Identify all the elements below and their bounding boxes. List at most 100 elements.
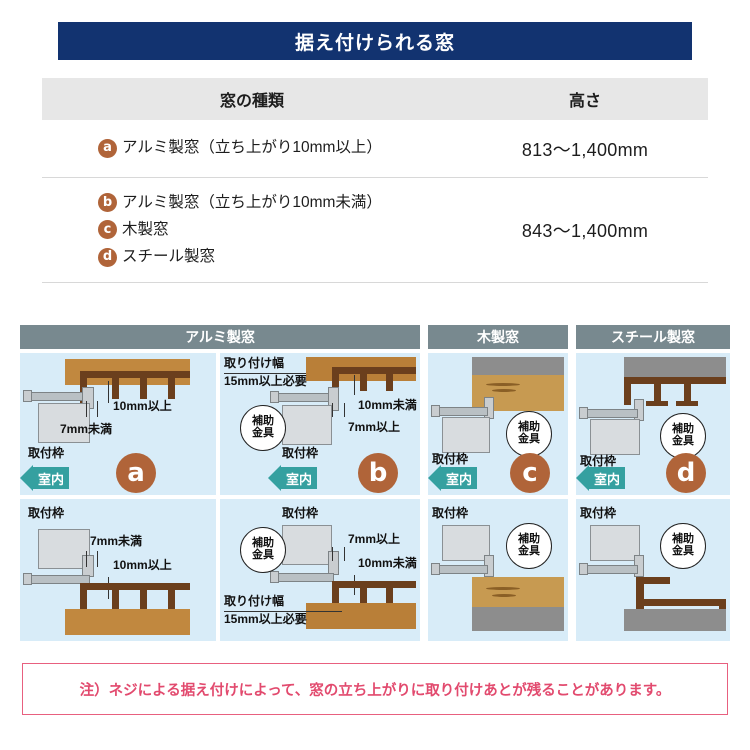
indoor-arrow-head-icon bbox=[576, 465, 589, 491]
mounting-frame-plate bbox=[282, 525, 332, 565]
screw-shaft bbox=[436, 407, 488, 416]
grain-ring-1 bbox=[486, 587, 520, 590]
sill-rib-1 bbox=[112, 377, 119, 399]
indoor-arrow-label: 室内 bbox=[589, 467, 626, 489]
diagram-column-a: 10mm以上 7mm未満 取付枠 室内 a 取付枠 7mm未満 10mm以上 bbox=[20, 353, 216, 641]
table-header-row: 窓の種類 高さ bbox=[42, 78, 708, 120]
diagram-header-wood-label: 木製窓 bbox=[477, 329, 519, 345]
dim-gap-line-left bbox=[86, 401, 88, 417]
label-frame-c-top: 取付枠 bbox=[432, 452, 469, 466]
label-frame-d-bottom: 取付枠 bbox=[580, 506, 617, 520]
bracket-callout-b-top: 補助 金具 bbox=[240, 405, 286, 451]
width-underline bbox=[224, 611, 342, 613]
diagram-group-alumi: 10mm以上 7mm未満 取付枠 室内 a 取付枠 7mm未満 10mm以上 bbox=[20, 353, 420, 641]
steel-flange-2 bbox=[676, 401, 698, 406]
indoor-arrow-head-icon bbox=[20, 465, 33, 491]
bracket-arm bbox=[328, 387, 339, 411]
type-entry: a アルミ製窓（立ち上がり10mm以上） bbox=[98, 136, 462, 160]
label-width-b-top-1: 取り付け幅 bbox=[224, 356, 285, 370]
type-label: アルミ製窓（立ち上がり10mm以上） bbox=[122, 139, 382, 157]
grain-ring-2 bbox=[492, 389, 516, 392]
indoor-arrow-a-top: 室内 bbox=[20, 465, 70, 491]
bracket-arm bbox=[328, 551, 339, 575]
steel-frame-left bbox=[636, 577, 644, 611]
sill-frame-left bbox=[332, 581, 339, 607]
diagram-panel-c-top: 取付枠 補助 金具 室内 c bbox=[428, 353, 568, 495]
diagram-panels: 10mm以上 7mm未満 取付枠 室内 a 取付枠 7mm未満 10mm以上 bbox=[20, 353, 730, 641]
indoor-arrow-label: 室内 bbox=[281, 467, 318, 489]
badge-b: b bbox=[98, 193, 117, 213]
steel-frame-top bbox=[636, 577, 670, 584]
bracket-callout-line1: 補助 bbox=[518, 533, 540, 546]
bracket-callout-line2: 金具 bbox=[518, 545, 540, 557]
diagram-panel-b-bottom: 取付枠 7mm以上 10mm未満 補助 金具 bbox=[220, 499, 420, 641]
label-frame-d-top: 取付枠 bbox=[580, 454, 617, 468]
mounting-frame-plate bbox=[590, 419, 640, 455]
panel-marker-d-top: d bbox=[666, 453, 706, 493]
label-gap-a-top: 7mm未満 bbox=[60, 422, 113, 436]
diagram-panel-d-bottom: 取付枠 補助 金具 bbox=[576, 499, 730, 641]
column-header-height: 高さ bbox=[568, 93, 601, 110]
table-cell-types: b アルミ製窓（立ち上がり10mm未満） c 木製窓 d スチール製窓 bbox=[42, 191, 462, 269]
dim-gap-line-right bbox=[344, 403, 346, 417]
steel-frame-shelf bbox=[636, 599, 726, 606]
bracket-callout-line1: 補助 bbox=[252, 537, 274, 550]
diagram-header-alumi: アルミ製窓 bbox=[20, 325, 420, 349]
bracket-callout-line2: 金具 bbox=[672, 435, 694, 447]
screw-head bbox=[431, 405, 440, 417]
diagram-group-wood: 取付枠 補助 金具 室内 c 取付枠 bbox=[428, 353, 568, 641]
mounting-frame-plate bbox=[282, 405, 332, 445]
bracket-callout-line2: 金具 bbox=[672, 545, 694, 557]
indoor-arrow-label: 室内 bbox=[441, 467, 478, 489]
sill-body bbox=[65, 609, 190, 635]
diagram-column-c: 取付枠 補助 金具 室内 c 取付枠 bbox=[428, 353, 568, 641]
spec-table: 窓の種類 高さ a アルミ製窓（立ち上がり10mm以上） 813〜1,400mm… bbox=[42, 78, 708, 283]
bracket-callout-line1: 補助 bbox=[672, 533, 694, 546]
steel-rib-2 bbox=[684, 384, 691, 404]
screw-shaft bbox=[276, 393, 334, 402]
table-row: a アルミ製窓（立ち上がり10mm以上） 813〜1,400mm bbox=[42, 120, 708, 178]
steel-frame-left bbox=[624, 377, 631, 405]
diagram-panel-c-bottom: 取付枠 補助 金具 bbox=[428, 499, 568, 641]
label-frame-b-bottom: 取付枠 bbox=[282, 506, 319, 520]
screw-head bbox=[23, 390, 32, 402]
diagram-column-b: 取り付け幅 15mm以上必要 bbox=[220, 353, 420, 641]
footer-note-text: 注）ネジによる据え付けによって、窓の立ち上がりに取り付けあとが残ることがあります… bbox=[79, 682, 671, 699]
screw-head bbox=[23, 573, 32, 585]
label-gap-b-top: 7mm以上 bbox=[348, 420, 401, 434]
badge-d: d bbox=[98, 247, 117, 267]
label-gap-a-bottom: 7mm未満 bbox=[90, 534, 143, 548]
bracket-callout-c-bottom: 補助 金具 bbox=[506, 523, 552, 569]
table-cell-types: a アルミ製窓（立ち上がり10mm以上） bbox=[42, 136, 462, 160]
mounting-frame-plate bbox=[590, 525, 640, 561]
height-value: 813〜1,400 bbox=[521, 139, 618, 160]
table-cell-height: 843〜1,400mm bbox=[462, 217, 708, 243]
mounting-frame-plate bbox=[38, 529, 90, 569]
panel-marker-c-top: c bbox=[510, 453, 550, 493]
indoor-arrow-c-top: 室内 bbox=[428, 465, 478, 491]
mounting-frame-plate bbox=[442, 417, 490, 453]
steel-cap bbox=[624, 357, 726, 377]
bracket-callout-line2: 金具 bbox=[518, 433, 540, 445]
bracket-callout-line1: 補助 bbox=[252, 415, 274, 428]
steel-base bbox=[472, 607, 564, 631]
label-gap-b-bottom: 7mm以上 bbox=[348, 532, 401, 546]
panel-marker-a-top: a bbox=[116, 453, 156, 493]
indoor-arrow-b-top: 室内 bbox=[268, 465, 318, 491]
bracket-callout-line2: 金具 bbox=[252, 549, 274, 561]
screw-head bbox=[579, 407, 588, 419]
sill-rib-1 bbox=[360, 585, 367, 603]
sill-body bbox=[306, 603, 416, 629]
dim-gap-line-left bbox=[332, 547, 334, 561]
panel-marker-b-top: b bbox=[358, 453, 398, 493]
screw-head bbox=[579, 563, 588, 575]
sill-rib-3 bbox=[168, 377, 175, 399]
wood-sill-grain bbox=[472, 577, 564, 607]
label-width-b-bottom-2: 15mm以上必要 bbox=[224, 612, 307, 626]
diagram-panel-a-top: 10mm以上 7mm未満 取付枠 室内 a bbox=[20, 353, 216, 495]
bracket-callout-d-bottom: 補助 金具 bbox=[660, 523, 706, 569]
label-rise-b-top: 10mm未満 bbox=[358, 398, 417, 412]
type-entry: c 木製窓 bbox=[98, 218, 462, 242]
label-rise-a-bottom: 10mm以上 bbox=[113, 558, 172, 572]
screw-head bbox=[431, 563, 440, 575]
